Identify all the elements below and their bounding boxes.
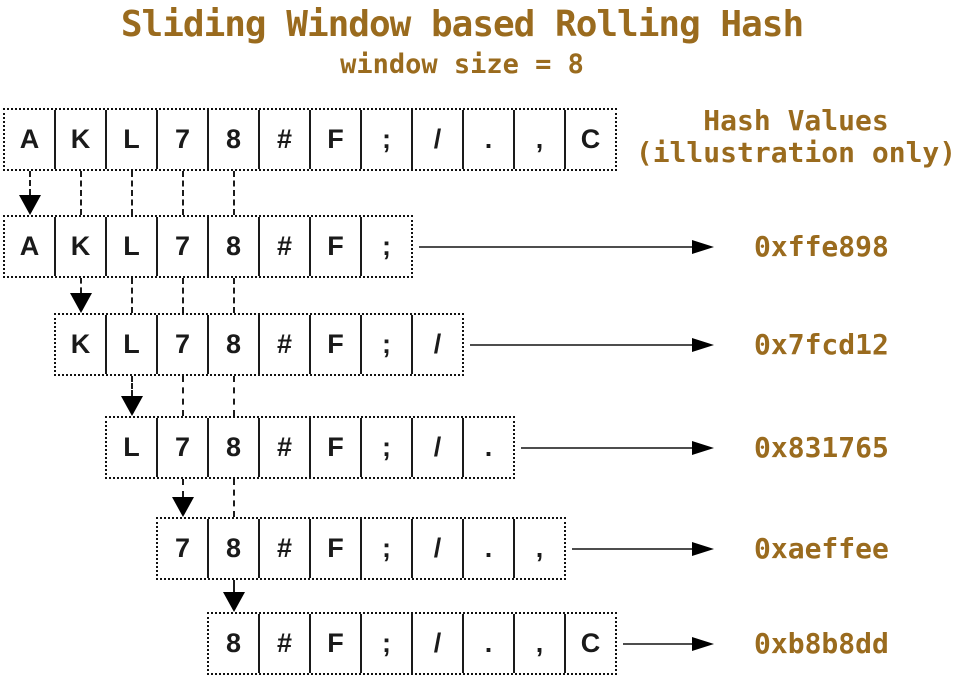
hash-value-label: 0xb8b8dd: [754, 627, 889, 660]
shift-connector-line: [233, 278, 235, 313]
hash-values-header: Hash Values (illustration only): [608, 105, 968, 169]
window-row-2-cell: 7: [158, 315, 209, 374]
window-row-5-cell: ,: [515, 614, 566, 673]
shift-connector-line: [131, 171, 133, 215]
window-row-2-cell: ;: [362, 315, 413, 374]
hash-value-label: 0x831765: [754, 431, 889, 464]
window-row-4-cell: .: [464, 519, 515, 578]
window-row-4-cell: F: [311, 519, 362, 578]
shift-connector-line: [80, 171, 82, 215]
hash-arrowhead-icon: [692, 637, 714, 651]
sequence-row-cell: C: [580, 124, 601, 154]
sequence-row-cell: K: [56, 110, 107, 169]
sequence-row-cell: F: [311, 110, 362, 169]
hash-value-label: 0xffe898: [754, 230, 889, 263]
window-row-1-cell: ;: [382, 231, 391, 261]
window-row-2-cell: L: [107, 315, 158, 374]
sequence-row-cell: ,: [515, 110, 566, 169]
shift-connector-line: [182, 278, 184, 313]
window-row-5: 8#F;/., C: [207, 612, 617, 675]
hash-value-label: 0xaeffee: [754, 532, 889, 565]
window-row-1-cell: A: [5, 217, 56, 276]
window-row-3-cell: 7: [158, 418, 209, 477]
sequence-row-cell: /: [413, 110, 464, 169]
shift-connector-line: [182, 479, 184, 497]
shift-connector-line: [233, 376, 235, 416]
window-size-label: window size = 8: [340, 49, 584, 80]
window-row-3-cell: 8: [209, 418, 260, 477]
sequence-row-cell: L: [107, 110, 158, 169]
window-row-1-cell: #: [260, 217, 311, 276]
sequence-row-cell: ;: [362, 110, 413, 169]
hash-arrow-line: [419, 246, 692, 248]
window-row-1-cell: L: [107, 217, 158, 276]
window-row-3-cell: F: [311, 418, 362, 477]
window-row-5-cell: #: [260, 614, 311, 673]
window-row-1-cell: F: [311, 217, 362, 276]
shift-connector-line: [233, 171, 235, 215]
sequence-row-cell: 8: [209, 110, 260, 169]
window-row-3-cell: ;: [362, 418, 413, 477]
shift-connector-line: [233, 479, 235, 517]
window-row-1-cell: 7: [158, 217, 209, 276]
hash-arrow-line: [572, 548, 692, 550]
hash-arrow-line: [470, 344, 692, 346]
hash-arrowhead-icon: [692, 542, 714, 556]
window-row-5-cell: ;: [362, 614, 413, 673]
sequence-row-cell: A: [5, 110, 56, 169]
shift-connector-line: [131, 376, 133, 396]
hash-arrowhead-icon: [692, 441, 714, 455]
shift-connector-line: [233, 580, 235, 592]
window-row-4-cell: ,: [535, 533, 544, 563]
shift-connector-line: [131, 278, 133, 313]
diagram-title: Sliding Window based Rolling Hash: [120, 4, 804, 45]
window-row-5-cell: 8: [209, 614, 260, 673]
hash-values-header-line2: (illustration only): [635, 136, 957, 169]
window-row-4-cell: 7: [158, 519, 209, 578]
hash-value-label: 0x7fcd12: [754, 328, 889, 361]
window-row-4-cell: #: [260, 519, 311, 578]
sequence-row-cell: .: [464, 110, 515, 169]
window-row-4-cell: /: [413, 519, 464, 578]
hash-values-header-line1: Hash Values: [703, 104, 889, 137]
shift-arrowhead-icon: [172, 497, 194, 517]
shift-connector-line: [29, 171, 31, 195]
window-row-1-cell: K: [56, 217, 107, 276]
window-row-3-cell: #: [260, 418, 311, 477]
window-row-5-cell: .: [464, 614, 515, 673]
window-row-2-cell: #: [260, 315, 311, 374]
shift-arrowhead-icon: [121, 396, 143, 416]
hash-arrowhead-icon: [692, 240, 714, 254]
window-row-5-cell: C: [580, 628, 601, 658]
window-row-2-cell: 8: [209, 315, 260, 374]
shift-arrowhead-icon: [223, 592, 245, 612]
shift-connector-line: [80, 278, 82, 293]
window-row-4-cell: ;: [362, 519, 413, 578]
shift-connector-line: [182, 376, 184, 416]
shift-connector-line: [182, 171, 184, 215]
shift-arrowhead-icon: [19, 195, 41, 215]
window-row-2-cell: /: [433, 329, 442, 359]
hash-arrow-line: [623, 643, 692, 645]
window-row-2-cell: F: [311, 315, 362, 374]
sequence-row-cell: #: [260, 110, 311, 169]
window-row-3-cell: .: [484, 432, 493, 462]
sequence-row-cell: 7: [158, 110, 209, 169]
window-row-4-cell: 8: [209, 519, 260, 578]
shift-arrowhead-icon: [70, 293, 92, 313]
window-row-1-cell: 8: [209, 217, 260, 276]
window-row-5-cell: F: [311, 614, 362, 673]
hash-arrowhead-icon: [692, 338, 714, 352]
window-row-5-cell: /: [413, 614, 464, 673]
hash-arrow-line: [521, 447, 692, 449]
window-row-2-cell: K: [56, 315, 107, 374]
window-row-3-cell: L: [107, 418, 158, 477]
window-row-3-cell: /: [413, 418, 464, 477]
